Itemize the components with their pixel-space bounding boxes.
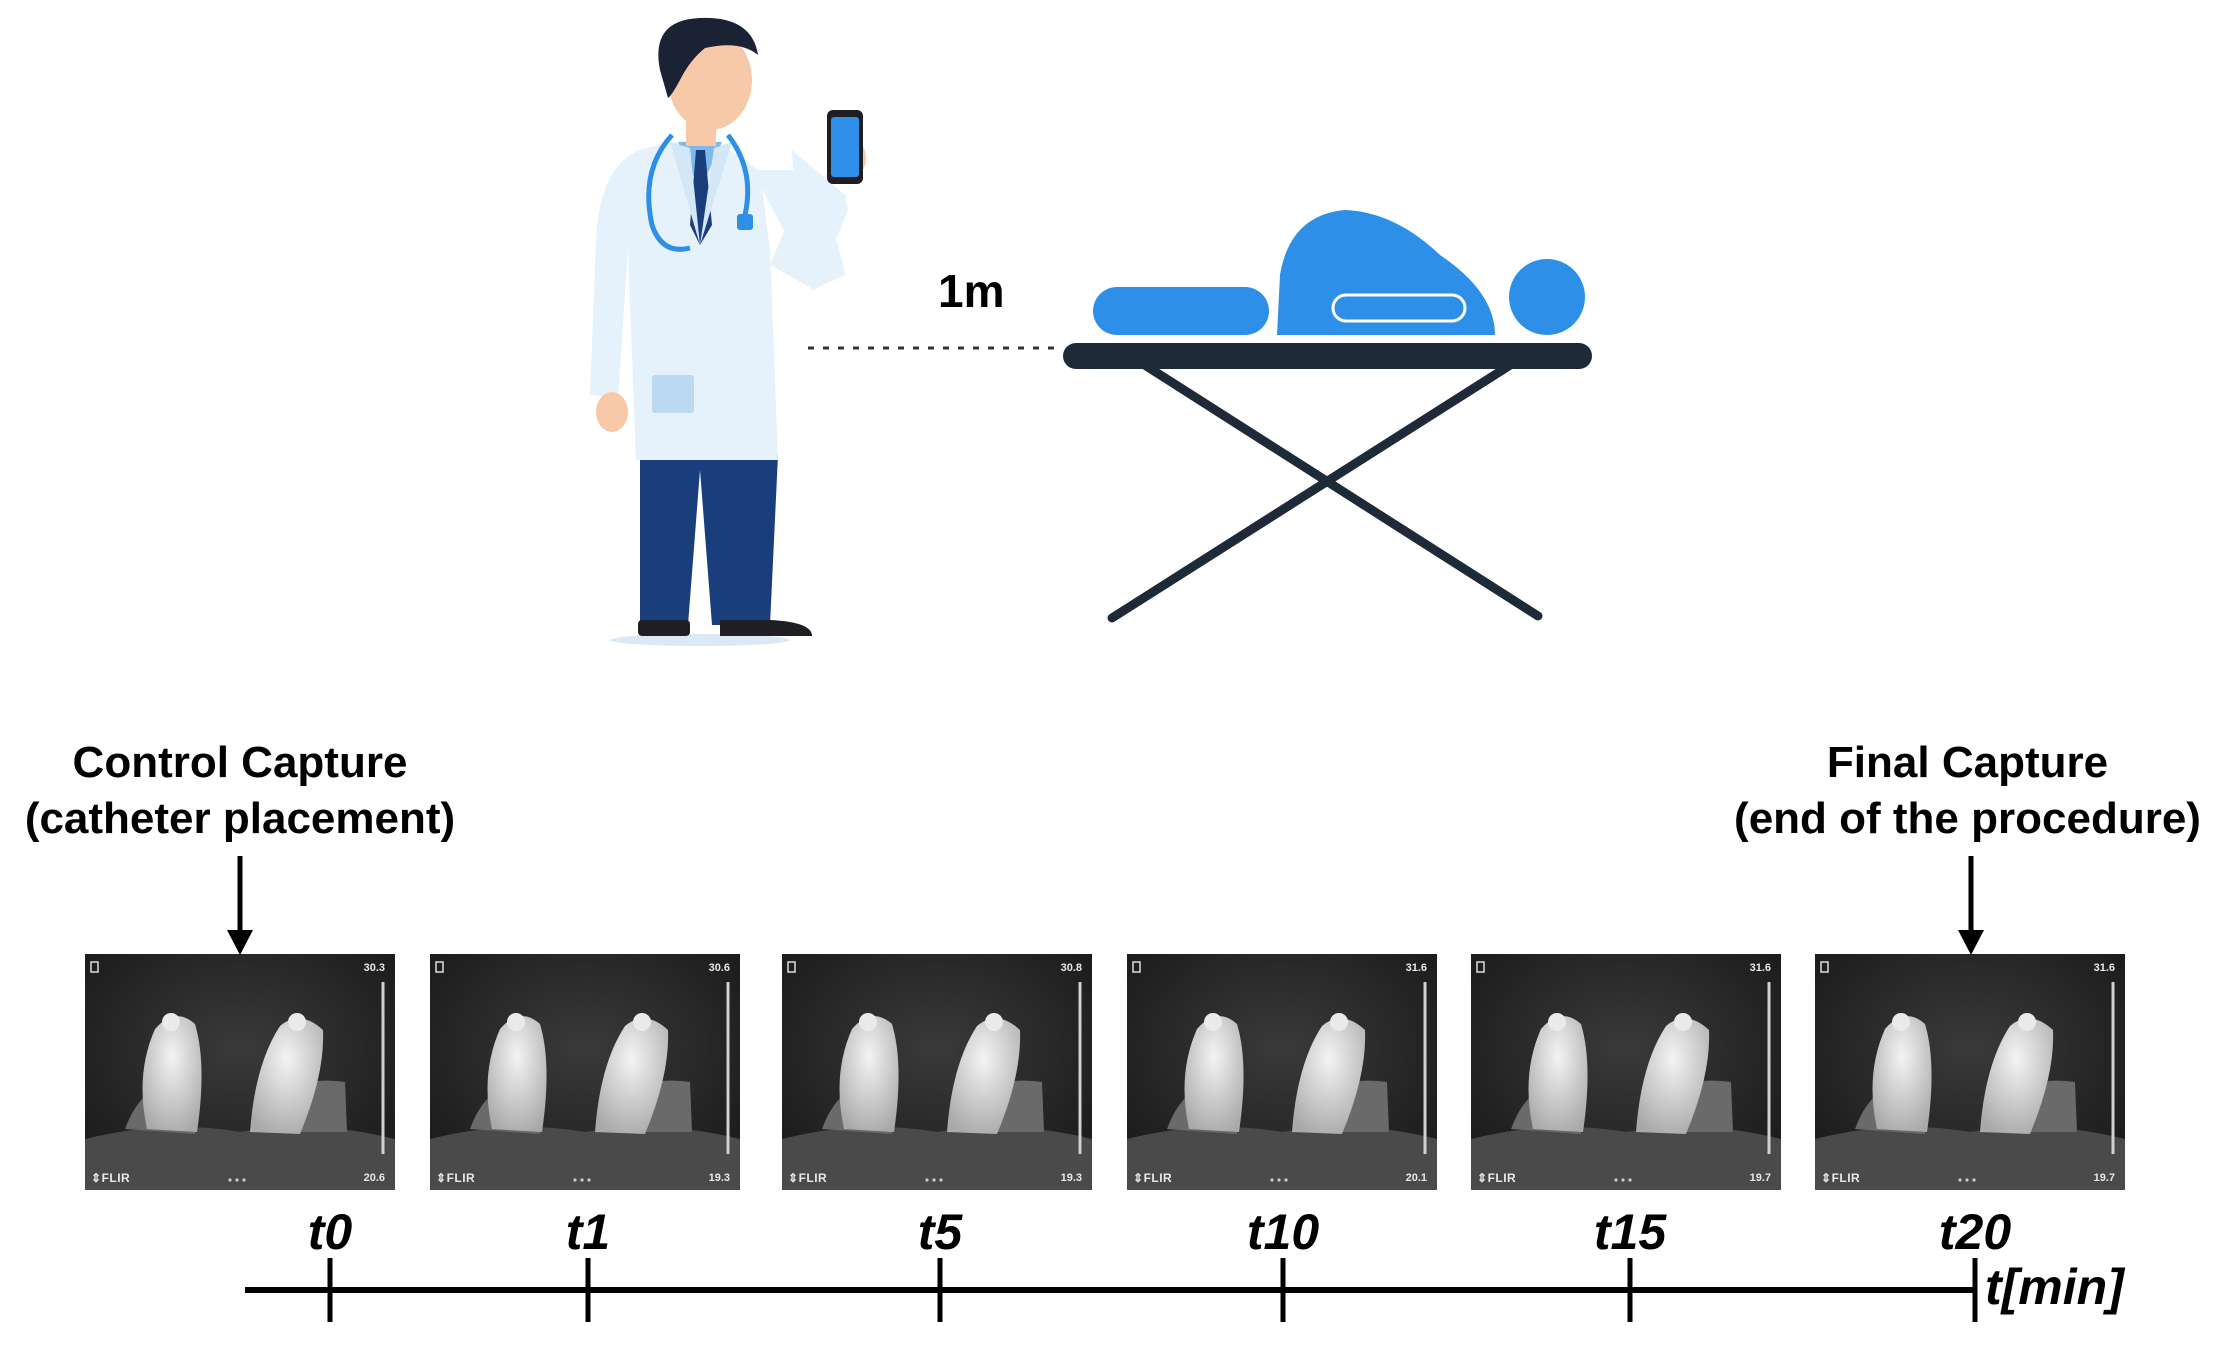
min-temperature-readout: 19.7 bbox=[2093, 1172, 2115, 1184]
tick-label-t20: t20 bbox=[1938, 1204, 2012, 1260]
flir-logo: ⇕FLIR bbox=[91, 1171, 131, 1185]
min-temperature-readout: 19.3 bbox=[708, 1172, 730, 1184]
min-temperature-readout: 20.6 bbox=[363, 1172, 385, 1184]
thermal-image-6: 31.6 19.7 ⇕FLIR bbox=[1815, 954, 2125, 1190]
thermal-image-3: 30.8 19.3 ⇕FLIR bbox=[782, 954, 1092, 1190]
final-capture-subtitle: (end of the procedure) bbox=[1734, 794, 2201, 843]
final-capture-title: Final Capture bbox=[1826, 738, 2109, 787]
patient-figure bbox=[1093, 210, 1585, 335]
hospital-bed bbox=[1063, 343, 1592, 623]
max-temperature-readout: 31.6 bbox=[1405, 962, 1427, 974]
thermal-image-1: 30.3 20.6 ⇕FLIR bbox=[85, 954, 395, 1190]
control-capture-arrow bbox=[227, 856, 253, 955]
flir-logo: ⇕FLIR bbox=[1477, 1171, 1517, 1185]
time-axis-label: t[min] bbox=[1985, 1259, 2124, 1315]
tick-label-t5: t5 bbox=[917, 1204, 963, 1260]
control-capture-title: Control Capture bbox=[72, 738, 408, 787]
tick-label-t1: t1 bbox=[565, 1204, 611, 1260]
max-temperature-readout: 31.6 bbox=[1749, 962, 1771, 974]
doctor-figure bbox=[590, 17, 866, 646]
tick-label-t15: t15 bbox=[1593, 1204, 1667, 1260]
flir-logo: ⇕FLIR bbox=[1133, 1171, 1173, 1185]
control-capture-label: Control Capture (catheter placement) bbox=[10, 735, 470, 847]
timeline-axis bbox=[245, 1258, 1978, 1322]
distance-label: 1m bbox=[938, 265, 1005, 317]
min-temperature-readout: 19.3 bbox=[1060, 1172, 1082, 1184]
tick-label-t10: t10 bbox=[1246, 1204, 1320, 1260]
max-temperature-readout: 30.8 bbox=[1060, 962, 1082, 974]
min-temperature-readout: 20.1 bbox=[1405, 1172, 1427, 1184]
final-capture-label: Final Capture (end of the procedure) bbox=[1715, 735, 2220, 847]
flir-logo: ⇕FLIR bbox=[436, 1171, 476, 1185]
tick-label-t0: t0 bbox=[307, 1204, 353, 1260]
final-capture-arrow bbox=[1958, 856, 1984, 955]
thermal-image-2: 30.6 19.3 ⇕FLIR bbox=[430, 954, 740, 1190]
max-temperature-readout: 31.6 bbox=[2093, 962, 2115, 974]
flir-logo: ⇕FLIR bbox=[788, 1171, 828, 1185]
min-temperature-readout: 19.7 bbox=[1749, 1172, 1771, 1184]
flir-logo: ⇕FLIR bbox=[1821, 1171, 1861, 1185]
max-temperature-readout: 30.6 bbox=[708, 962, 730, 974]
thermal-image-5: 31.6 19.7 ⇕FLIR bbox=[1471, 954, 1781, 1190]
thermal-image-4: 31.6 20.1 ⇕FLIR bbox=[1127, 954, 1437, 1190]
control-capture-subtitle: (catheter placement) bbox=[24, 794, 456, 843]
max-temperature-readout: 30.3 bbox=[363, 962, 385, 974]
